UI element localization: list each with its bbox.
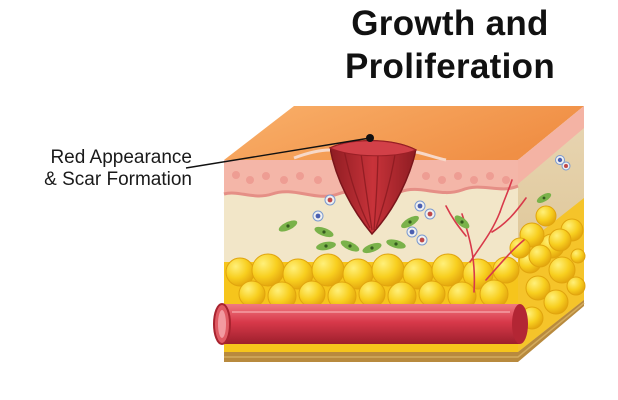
fibroblast-cells — [278, 192, 552, 254]
title-line-1: Growth and — [351, 4, 549, 43]
subcutaneous-base — [224, 300, 584, 362]
scar-surface-rim — [328, 140, 418, 157]
base-stripe — [224, 302, 585, 358]
callout-leader-line — [185, 137, 371, 169]
title-line-2: Proliferation — [344, 47, 556, 86]
skin-surface-edge-line-right — [415, 150, 447, 162]
epidermis-cells — [232, 171, 510, 184]
fat-cells — [223, 205, 572, 331]
diagram-title: Growth and Proliferation — [300, 2, 600, 88]
side-epidermis — [518, 106, 584, 184]
callout-line-2: & Scar Formation — [44, 169, 192, 190]
callout-pointer-dot — [366, 134, 374, 142]
immune-cells — [312, 155, 571, 246]
scar-callout-label: Red Appearance & Scar Formation — [2, 147, 192, 191]
skin-surface-edge-line — [293, 148, 331, 160]
blood-vessel — [213, 303, 528, 345]
callout-line-1: Red Appearance — [50, 147, 192, 168]
